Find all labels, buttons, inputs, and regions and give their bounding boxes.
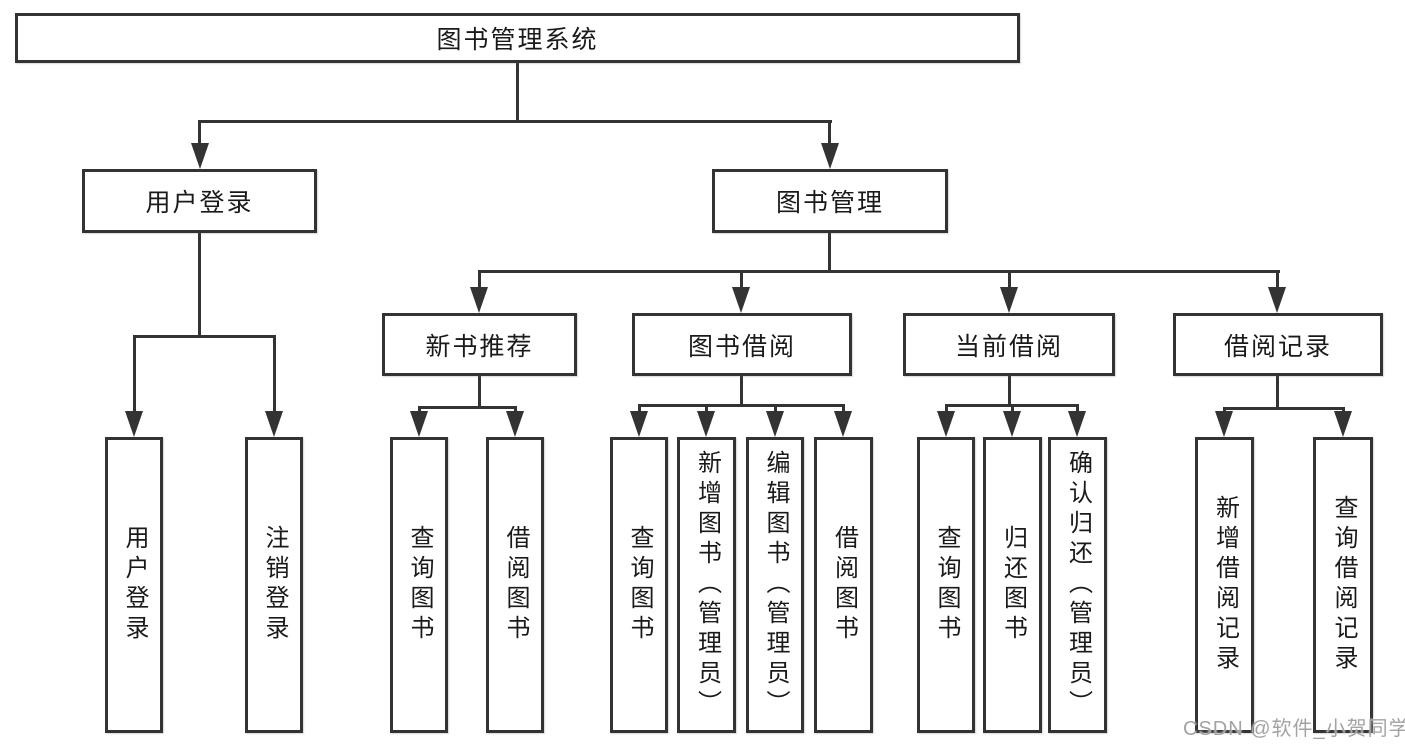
leaf-records-add: 新增借阅记录 bbox=[1195, 437, 1254, 733]
arrow-down-icon bbox=[697, 411, 715, 437]
connector-nb-borrow-drop bbox=[514, 406, 517, 413]
connector-bb-query-drop bbox=[638, 404, 641, 413]
leaf-borrowing-add: 新增图书（管理员） bbox=[677, 437, 736, 733]
arrow-down-icon bbox=[506, 411, 524, 437]
connector-book-mgmt-stem bbox=[828, 232, 831, 270]
connector-borrowing-drop bbox=[740, 270, 743, 289]
node-book-mgmt-branch: 图书管理 bbox=[712, 169, 948, 233]
arrow-down-icon bbox=[821, 143, 839, 169]
arrow-down-icon bbox=[1000, 287, 1018, 313]
connector-new-book-drop bbox=[478, 270, 481, 289]
arrow-down-icon bbox=[1068, 411, 1086, 437]
leaf-user-login: 用户登录 bbox=[105, 437, 163, 733]
connector-records-rail bbox=[1223, 407, 1345, 410]
node-book-borrowing: 图书借阅 bbox=[632, 313, 852, 376]
arrow-down-icon bbox=[1215, 411, 1233, 437]
arrow-down-icon bbox=[1334, 411, 1352, 437]
leaf-newbook-borrow: 借阅图书 bbox=[486, 437, 544, 733]
connector-records-stem bbox=[1276, 376, 1279, 407]
connector-logout-drop bbox=[273, 335, 276, 413]
arrow-down-icon bbox=[470, 287, 488, 313]
connector-nb-query-drop bbox=[418, 406, 421, 413]
connector-borrowing-rail bbox=[638, 404, 845, 407]
connector-records-drop bbox=[1276, 270, 1279, 289]
leaf-records-query: 查询借阅记录 bbox=[1313, 437, 1373, 733]
arrow-down-icon bbox=[1003, 411, 1021, 437]
connector-root-stem bbox=[516, 63, 519, 120]
connector-cb-confirm-drop bbox=[1076, 404, 1079, 413]
connector-user-login-rail bbox=[133, 335, 276, 338]
connector-new-book-stem bbox=[478, 376, 481, 406]
connector-bb-add-drop bbox=[705, 404, 708, 413]
leaf-current-confirm: 确认归还（管理员） bbox=[1048, 437, 1107, 733]
connector-bb-edit-drop bbox=[774, 404, 777, 413]
connector-book-mgmt-rail bbox=[478, 270, 1280, 273]
connector-new-book-rail bbox=[418, 406, 517, 409]
arrow-down-icon bbox=[1268, 287, 1286, 313]
arrow-down-icon bbox=[766, 411, 784, 437]
connector-borrowing-stem bbox=[740, 376, 743, 404]
arrow-down-icon bbox=[191, 143, 209, 169]
connector-user-login-drop bbox=[198, 120, 201, 145]
leaf-newbook-query: 查询图书 bbox=[390, 437, 448, 733]
csdn-watermark: CSDN @软件_小贺同学 bbox=[1183, 718, 1405, 740]
node-borrowing-records: 借阅记录 bbox=[1173, 313, 1383, 376]
connector-br-add-drop bbox=[1223, 407, 1226, 413]
arrow-down-icon bbox=[732, 287, 750, 313]
leaf-logout: 注销登录 bbox=[245, 437, 303, 733]
arrow-down-icon bbox=[937, 411, 955, 437]
node-current-borrowing: 当前借阅 bbox=[903, 313, 1115, 376]
connector-cb-query-drop bbox=[945, 404, 948, 413]
connector-book-mgmt-drop bbox=[828, 120, 831, 145]
node-user-login-branch: 用户登录 bbox=[82, 169, 317, 233]
connector-cb-return-drop bbox=[1011, 404, 1014, 413]
arrow-down-icon bbox=[125, 411, 143, 437]
connector-user-login-stem bbox=[198, 232, 201, 335]
connector-current-stem bbox=[1008, 376, 1011, 404]
connector-login-drop bbox=[133, 335, 136, 413]
connector-root-rail bbox=[198, 120, 832, 123]
connector-current-drop bbox=[1008, 270, 1011, 289]
leaf-borrowing-edit: 编辑图书（管理员） bbox=[746, 437, 804, 733]
arrow-down-icon bbox=[410, 411, 428, 437]
connector-bb-borrow-drop bbox=[842, 404, 845, 413]
arrow-down-icon bbox=[265, 411, 283, 437]
leaf-borrowing-borrow: 借阅图书 bbox=[814, 437, 873, 733]
leaf-borrowing-query: 查询图书 bbox=[610, 437, 668, 733]
leaf-current-return: 归还图书 bbox=[983, 437, 1042, 733]
leaf-current-query: 查询图书 bbox=[917, 437, 975, 733]
arrow-down-icon bbox=[834, 411, 852, 437]
node-root: 图书管理系统 bbox=[15, 13, 1020, 63]
arrow-down-icon bbox=[630, 411, 648, 437]
connector-br-query-drop bbox=[1342, 407, 1345, 413]
node-new-book-rec: 新书推荐 bbox=[382, 313, 577, 376]
